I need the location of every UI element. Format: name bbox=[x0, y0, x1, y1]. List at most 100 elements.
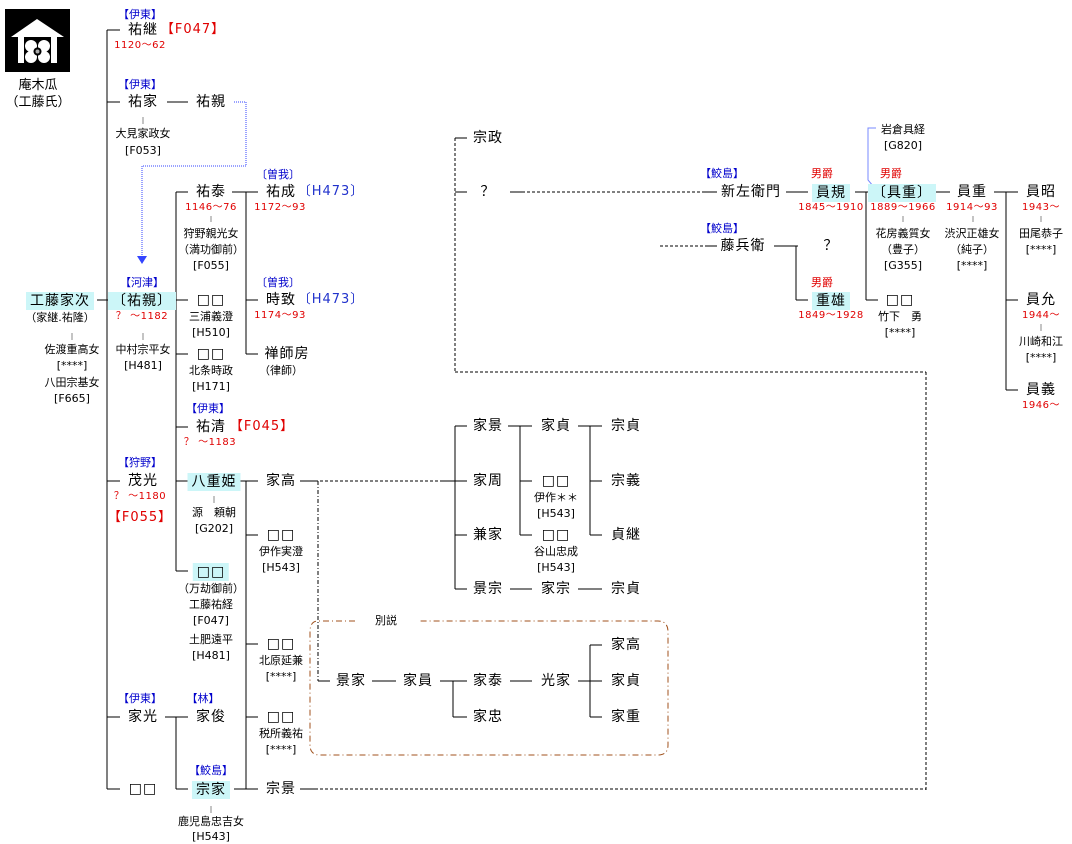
spouse-name: 川崎和江 bbox=[1019, 335, 1063, 348]
person-sadatsugu[interactable]: 貞継 bbox=[611, 527, 641, 543]
person-munesada[interactable]: 宗貞 bbox=[611, 581, 641, 597]
person-sukeie[interactable]: 祐家 bbox=[128, 94, 158, 110]
person-tokimune[interactable]: 時致 bbox=[266, 292, 296, 308]
person-tobei[interactable]: 藤兵衛 bbox=[720, 238, 766, 254]
person-unknown[interactable]: □□ bbox=[128, 781, 158, 797]
person-zenjibo[interactable]: 禅師房 bbox=[264, 346, 310, 362]
alt-person[interactable]: 光家 bbox=[541, 673, 571, 689]
years: ？ 〜1183 bbox=[183, 437, 237, 448]
person-suketsugu[interactable]: 祐継 bbox=[128, 22, 158, 38]
person-ietaka[interactable]: 家高 bbox=[266, 473, 296, 489]
person-daughter[interactable]: □□ bbox=[196, 292, 226, 308]
spouse-ref[interactable]: [G355] bbox=[883, 259, 923, 272]
person-kazushige[interactable]: 員重 bbox=[957, 184, 987, 200]
clan-label: 【伊東】 bbox=[118, 78, 162, 91]
person-mangoh[interactable]: □□ bbox=[192, 563, 230, 581]
adoption-arrowhead-icon bbox=[137, 256, 147, 264]
spouse-name: 大見家政女 bbox=[115, 127, 171, 140]
person-yaehime[interactable]: 八重姫 bbox=[187, 473, 241, 491]
person-sukechika[interactable]: 祐親 bbox=[196, 94, 226, 110]
spouse-ref[interactable]: [F055] bbox=[193, 259, 229, 272]
spouse-ref[interactable]: [****] bbox=[265, 670, 297, 683]
person-iesada[interactable]: 家貞 bbox=[541, 418, 571, 434]
spouse-ref[interactable]: [F665] bbox=[54, 392, 90, 405]
spouse-ref[interactable]: [H481] bbox=[124, 359, 162, 372]
spouse-ref[interactable]: [H481] bbox=[192, 649, 230, 662]
person-tomoshige[interactable]: 〔具重〕 bbox=[868, 184, 936, 202]
person-munesada[interactable]: 宗貞 bbox=[611, 418, 641, 434]
person-munemasa[interactable]: 宗政 bbox=[473, 130, 503, 146]
person-mochimitsu[interactable]: 茂光 bbox=[128, 473, 158, 489]
alt-person[interactable]: 家忠 bbox=[473, 709, 503, 725]
person-iekage[interactable]: 家景 bbox=[473, 418, 503, 434]
person-muneyoshi[interactable]: 宗義 bbox=[611, 473, 641, 489]
ref-link[interactable]: 〔H473〕 bbox=[297, 292, 365, 307]
spouse-ref[interactable]: [****] bbox=[1025, 243, 1057, 256]
ref-link[interactable]: 【F055】 bbox=[107, 510, 173, 525]
spouse-ref[interactable]: [F053] bbox=[125, 144, 161, 157]
person-ietoshi[interactable]: 家俊 bbox=[196, 709, 226, 725]
person-iechika[interactable]: 家周 bbox=[473, 473, 503, 489]
person-daughter[interactable]: □□ bbox=[266, 527, 296, 543]
person-sukenari[interactable]: 祐成 bbox=[266, 184, 296, 200]
years: 1174〜93 bbox=[254, 310, 306, 321]
spouse-name: 渋沢正雄女 bbox=[944, 227, 1000, 240]
ref-link[interactable]: 〔H473〕 bbox=[297, 184, 365, 199]
spouse-ref[interactable]: [****] bbox=[265, 743, 297, 756]
person-iemune[interactable]: 家宗 bbox=[541, 581, 571, 597]
alt-person[interactable]: 家員 bbox=[403, 673, 433, 689]
person-kazuaki[interactable]: 員昭 bbox=[1026, 184, 1056, 200]
person-munekage[interactable]: 宗景 bbox=[266, 781, 296, 797]
ref-link[interactable]: 【F045】 bbox=[229, 419, 295, 434]
spouse-ref[interactable]: [H171] bbox=[192, 380, 230, 393]
person-iwakura[interactable]: 岩倉具経 bbox=[881, 123, 925, 136]
person-kudo-ietsugu[interactable]: 工藤家次 bbox=[26, 292, 94, 310]
spouse-alias: （満功御前） bbox=[178, 243, 244, 256]
spouse-ref[interactable]: [H543] bbox=[262, 561, 300, 574]
person-daughter[interactable]: □□ bbox=[541, 473, 571, 489]
spouse-ref[interactable]: [****] bbox=[884, 326, 916, 339]
alt-person[interactable]: 家重 bbox=[611, 709, 641, 725]
ref-link[interactable]: 【F047】 bbox=[160, 22, 226, 37]
spouse-name: 工藤祐経 bbox=[189, 598, 233, 611]
person-sukeyasu[interactable]: 祐泰 bbox=[196, 184, 226, 200]
years: 1943〜 bbox=[1022, 202, 1060, 213]
spouse-ref[interactable]: [H510] bbox=[192, 326, 230, 339]
person-shinzaemon[interactable]: 新左衛門 bbox=[721, 184, 781, 200]
alt-person[interactable]: 家貞 bbox=[611, 673, 641, 689]
spouse-ref[interactable]: [H543] bbox=[192, 830, 230, 843]
years: 1845〜1910 bbox=[798, 202, 864, 213]
clan-label: 【伊東】 bbox=[186, 402, 230, 415]
spouse-name: 税所義祐 bbox=[259, 727, 303, 740]
person-daughter[interactable]: □□ bbox=[541, 527, 571, 543]
person-daughter[interactable]: □□ bbox=[885, 292, 915, 308]
person-sukechika-adopted[interactable]: 〔祐親〕 bbox=[108, 292, 176, 310]
person-kazumasa[interactable]: 員允 bbox=[1026, 292, 1056, 308]
person-muneie[interactable]: 宗家 bbox=[192, 781, 230, 799]
spouse-name: 狩野親光女 bbox=[183, 227, 239, 240]
person-daughter[interactable]: □□ bbox=[196, 346, 226, 362]
spouse-ref[interactable]: [****] bbox=[1025, 351, 1057, 364]
person-iemitsu[interactable]: 家光 bbox=[128, 709, 158, 725]
spouse-ref[interactable]: [****] bbox=[56, 359, 88, 372]
spouse-ref[interactable]: [H543] bbox=[537, 507, 575, 520]
spouse-ref[interactable]: [H543] bbox=[537, 561, 575, 574]
years: ？ 〜1182 bbox=[115, 311, 169, 322]
ref-link[interactable]: [G820] bbox=[883, 139, 923, 152]
person-shigeo[interactable]: 重雄 bbox=[812, 292, 850, 310]
alt-person[interactable]: 家泰 bbox=[473, 673, 503, 689]
clan-label: 【狩野】 bbox=[118, 456, 162, 469]
person-kazunori[interactable]: 員規 bbox=[812, 184, 850, 202]
person-daughter[interactable]: □□ bbox=[266, 636, 296, 652]
spouse-ref[interactable]: [F047] bbox=[193, 614, 229, 627]
alt-person[interactable]: 景家 bbox=[336, 673, 366, 689]
person-kaneie[interactable]: 兼家 bbox=[473, 527, 503, 543]
spouse-ref[interactable]: [****] bbox=[956, 259, 988, 272]
alt-person[interactable]: 家高 bbox=[611, 637, 641, 653]
person-daughter[interactable]: □□ bbox=[266, 709, 296, 725]
spouse-ref[interactable]: [G202] bbox=[194, 522, 234, 535]
person-sukekiyo[interactable]: 祐清 bbox=[196, 419, 226, 435]
person-kazuyoshi[interactable]: 員義 bbox=[1026, 382, 1056, 398]
person-kagemune[interactable]: 景宗 bbox=[473, 581, 503, 597]
years: 1946〜 bbox=[1022, 400, 1060, 411]
